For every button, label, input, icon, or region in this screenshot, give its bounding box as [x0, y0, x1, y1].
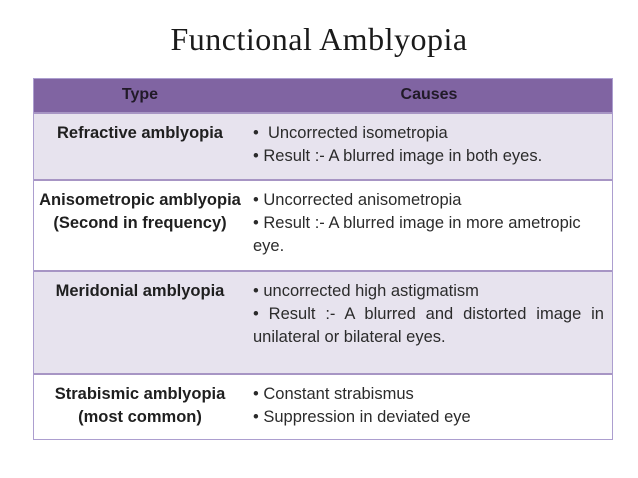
type-name: Strabismic amblyopia	[54, 385, 226, 403]
causes-cell: • Uncorrected isometropia • Result :- A …	[246, 114, 612, 179]
page-title: Functional Amblyopia	[170, 21, 468, 57]
cause-bullet: • Uncorrected anisometropia	[253, 191, 462, 209]
header-cell-type: Type	[121, 85, 159, 103]
type-cell: Strabismic amblyopia (most common)	[34, 375, 246, 439]
cause-bullet: • Result :- A blurred image in more amet…	[253, 214, 586, 255]
type-cell: Meridonial amblyopia	[34, 272, 246, 373]
causes-cell: • Uncorrected anisometropia • Result :- …	[246, 181, 612, 270]
causes-cell: • uncorrected high astigmatism • Result …	[246, 272, 612, 373]
table-header-row: Type Causes	[34, 79, 612, 112]
type-cell: Refractive amblyopia	[34, 114, 246, 179]
table-row-refractive: Refractive amblyopia • Uncorrected isome…	[34, 112, 612, 179]
cause-bullet: • Constant strabismus	[253, 385, 414, 403]
cause-bullet: • Result :- A blurred image in both eyes…	[253, 147, 543, 165]
cause-bullet: • Suppression in deviated eye	[253, 408, 471, 426]
type-cell: Anisometropic amblyopia (Second in frequ…	[34, 181, 246, 270]
table-row-strabismic: Strabismic amblyopia (most common) • Con…	[34, 373, 612, 439]
type-note: (most common)	[78, 408, 202, 426]
type-name: Refractive amblyopia	[57, 124, 223, 142]
type-name: Meridonial amblyopia	[55, 282, 225, 300]
cause-bullet: • Uncorrected isometropia	[253, 124, 448, 142]
cause-bullet: • Result :- A blurred and distorted imag…	[253, 305, 604, 346]
type-note: (Second in frequency)	[53, 214, 227, 232]
cause-bullet: • uncorrected high astigmatism	[253, 282, 479, 300]
amblyopia-table: Type Causes Refractive amblyopia • Uncor…	[33, 78, 613, 440]
table-row-meridonial: Meridonial amblyopia • uncorrected high …	[34, 270, 612, 373]
header-cell-causes: Causes	[400, 85, 458, 103]
table-row-anisometropic: Anisometropic amblyopia (Second in frequ…	[34, 179, 612, 270]
causes-cell: • Constant strabismus • Suppression in d…	[246, 375, 612, 439]
type-name: Anisometropic amblyopia	[39, 191, 241, 209]
